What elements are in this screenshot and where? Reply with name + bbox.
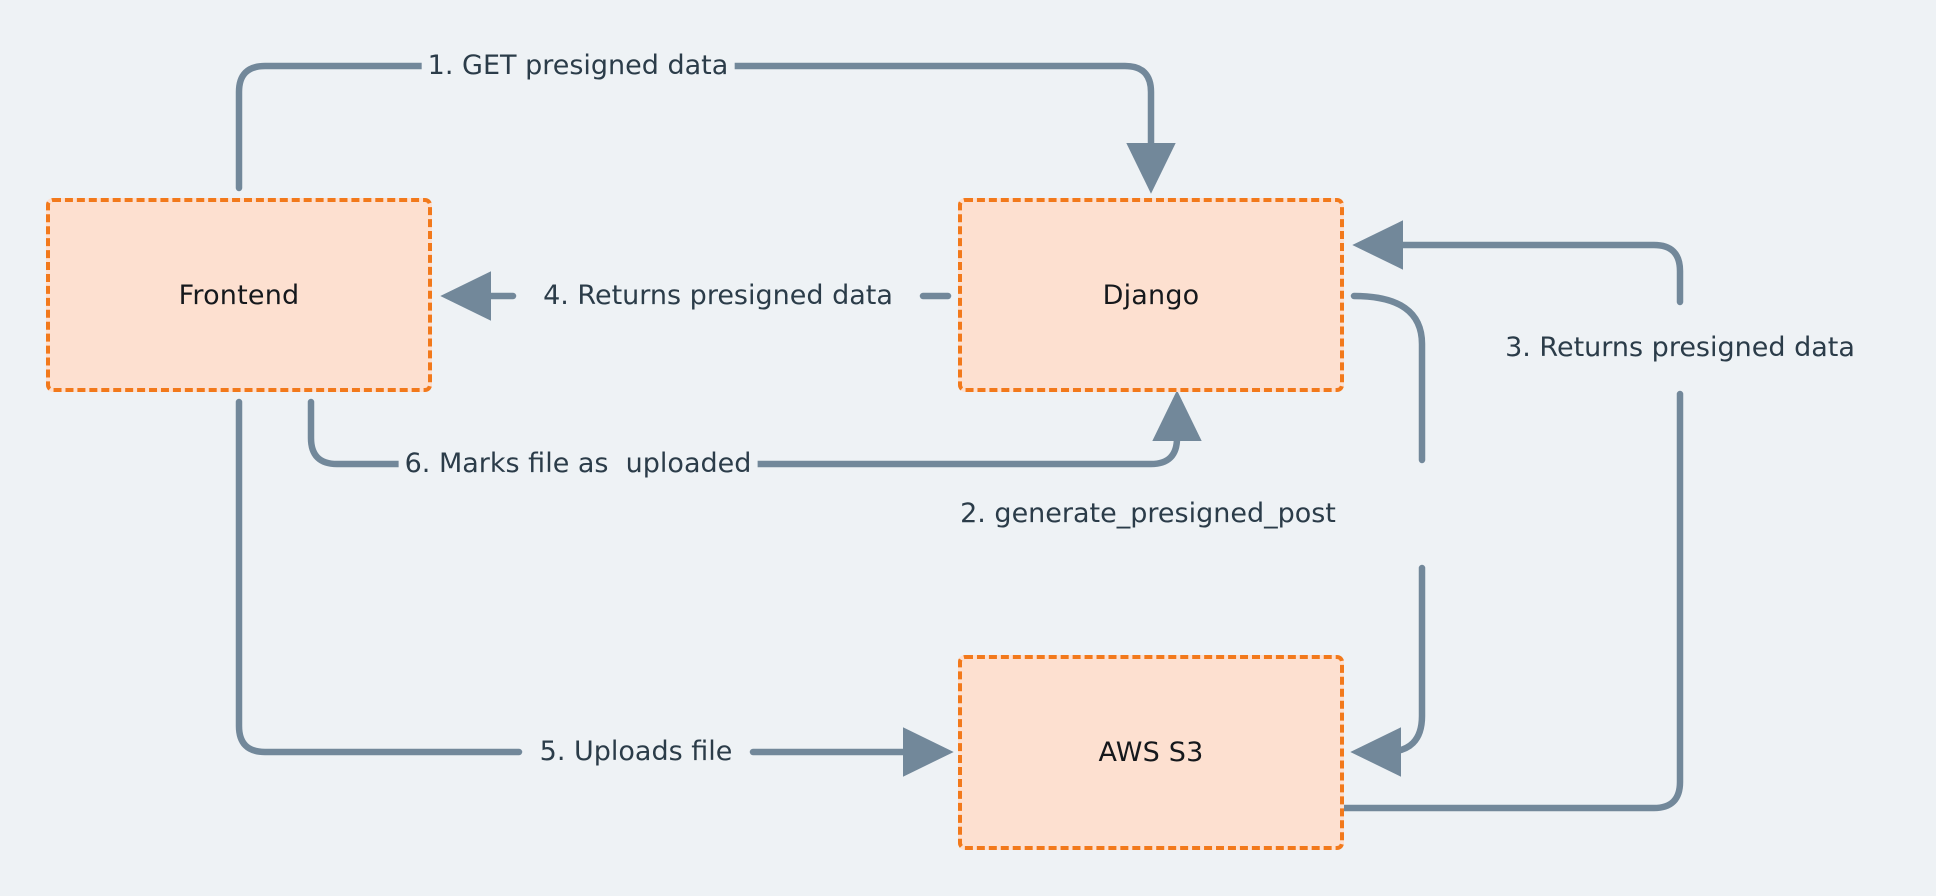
edge-3-path (1340, 390, 1684, 812)
edge-6-path-b (702, 390, 1202, 468)
node-aws-s3-label: AWS S3 (1098, 737, 1204, 768)
edge-3-path-b (1352, 220, 1684, 306)
edge-label-4: 4. Returns presigned data (537, 279, 899, 313)
node-django[interactable]: Django (958, 198, 1344, 392)
edge-2-path (1350, 292, 1426, 464)
edge-1-path-b (702, 62, 1176, 194)
node-frontend[interactable]: Frontend (46, 198, 432, 392)
edge-6-path (307, 398, 455, 468)
edge-label-5: 5. Uploads file (533, 735, 739, 769)
edge-2-path-b (1350, 564, 1426, 777)
edge-1-path (235, 62, 455, 192)
node-django-label: Django (1102, 279, 1200, 311)
node-aws-s3[interactable]: AWS S3 (958, 655, 1344, 850)
edge-label-1: 1. GET presigned data (421, 49, 735, 83)
node-frontend-label: Frontend (178, 279, 300, 311)
edge-5-path (235, 398, 523, 756)
edge-label-3: 3. Returns presigned data (1499, 331, 1861, 365)
edge-label-6: 6. Marks file as uploaded (398, 447, 758, 481)
edge-label-2: 2. generate_presigned_post (954, 497, 1342, 531)
